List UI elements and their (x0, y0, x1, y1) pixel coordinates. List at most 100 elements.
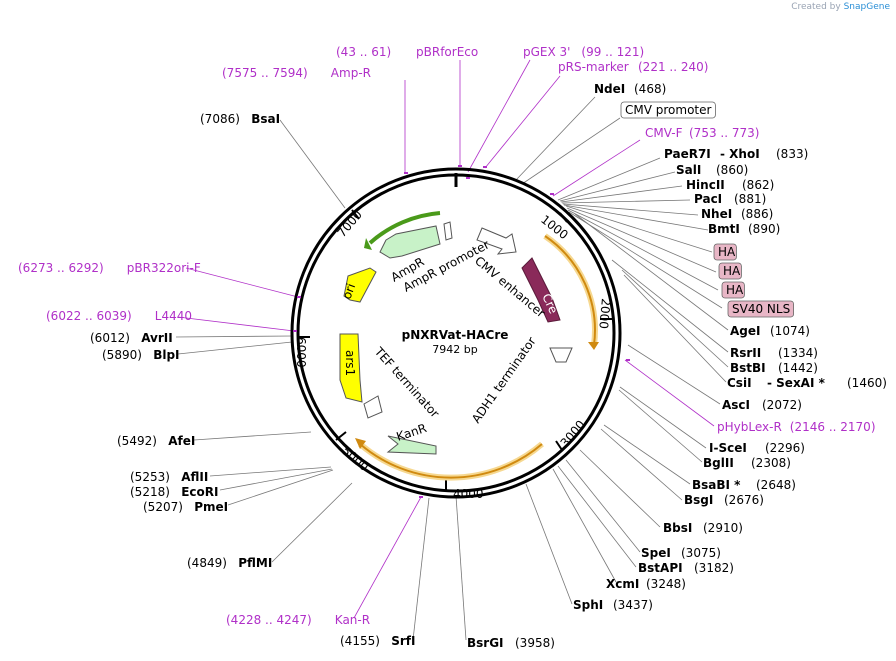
enzyme-ndei-name: NdeI (594, 82, 625, 96)
feature-label-cmv-promoter: CMV promoter (625, 103, 712, 117)
enzyme-sali-pos: (860) (716, 163, 748, 177)
enzyme-bsgi-name: BsgI (684, 493, 713, 507)
enzyme-ndei-pos: (468) (634, 82, 666, 96)
enzyme-blpi-pos: (5890) (102, 348, 142, 362)
primer-amp-r-name: Amp-R (331, 66, 371, 80)
enzyme-srfi-name: SrfI (391, 634, 415, 648)
enzyme-bglii-pos: (2308) (751, 456, 791, 470)
enzyme-nhei-name: NheI (701, 207, 732, 221)
primer-amp-r-pos: (7575 .. 7594) (222, 66, 308, 80)
feature-ori (343, 267, 377, 303)
feature-cmv-enhancer (476, 227, 517, 255)
enzyme-bbsi-name: BbsI (663, 521, 692, 535)
enzyme-csii-name2: - SexAI * (767, 376, 826, 390)
feature-label-ha: HA (723, 264, 741, 278)
enzyme-aflii-pos: (5253) (130, 470, 170, 484)
ampr-orf-arrowhead (364, 238, 372, 250)
primer-pbr322ori-f-name: pBR322ori-F (127, 261, 201, 275)
feature-kanr (386, 435, 437, 455)
backbone-outer-strand (290, 167, 622, 499)
enzyme-ecori-name: EcoRI (181, 485, 218, 499)
tick-6000: 6000 (294, 337, 308, 368)
enzyme-nhei-pos: (886) (741, 207, 773, 221)
feature-cre (521, 257, 561, 323)
enzyme-bstapi-pos: (3182) (694, 561, 734, 575)
enzyme-asci-pos: (2072) (762, 398, 802, 412)
enzyme-xcmi-pos: (3248) (646, 577, 686, 591)
enzyme-paci-name: PacI (694, 192, 722, 206)
kanr-orf-arrow (359, 443, 543, 479)
enzyme-hincii-pos: (862) (742, 178, 774, 192)
primer-cmv-f-pos: (753 .. 773) (689, 126, 759, 140)
enzyme-pflmi-pos: (4849) (187, 556, 227, 570)
enzyme-paer7i-name: PaeR7I (664, 147, 711, 161)
enzyme-afei-pos: (5492) (117, 434, 157, 448)
enzyme-afei-name: AfeI (168, 434, 195, 448)
enzyme-sphi-pos: (3437) (613, 598, 653, 612)
enzyme-paer7i-name2: - XhoI (720, 147, 760, 161)
feature-boxes (339, 221, 573, 455)
enzyme-bsai-pos: (7086) (200, 112, 240, 126)
feature-adh1-terminator (549, 347, 573, 363)
primer-pgex-3--name: pGEX 3' (523, 45, 570, 59)
enzyme-agei-name: AgeI (730, 324, 760, 338)
primer-kan-r-name: Kan-R (335, 613, 370, 627)
enzyme-bmti-name: BmtI (708, 222, 740, 236)
enzyme-spei-name: SpeI (641, 546, 671, 560)
enzyme-bbsi-pos: (2910) (703, 521, 743, 535)
primer-prs-marker-name: pRS-marker (558, 60, 629, 74)
enzyme-ecori-pos: (5218) (130, 485, 170, 499)
enzyme-pmei-name: PmeI (194, 500, 228, 514)
feature-ars1 (339, 333, 363, 403)
enzyme-blpi-name: BlpI (153, 348, 179, 362)
primer-markers (293, 165, 630, 498)
enzyme-i-scei-name: I-SceI (709, 441, 747, 455)
enzyme-pflmi-name: PflMI (238, 556, 272, 570)
enzyme-bsai-name: BsaI (251, 112, 280, 126)
feature-ampr-promoter (443, 221, 453, 241)
enzyme-avrii-pos: (6012) (90, 331, 130, 345)
enzyme-pmei-pos: (5207) (143, 500, 183, 514)
primer-phyblex-r-pos: (2146 .. 2170) (790, 420, 876, 434)
plasmid-size: 7942 bp (432, 343, 477, 356)
enzyme-bsabi--name: BsaBI * (692, 478, 741, 492)
label-adh1-terminator: ADH1 terminator (469, 334, 539, 425)
enzyme-rsrii-pos: (1334) (778, 346, 818, 360)
enzyme-bsrgi-pos: (3958) (515, 636, 555, 650)
primer-prs-marker-pos: (221 .. 240) (638, 60, 708, 74)
primer-l4440-pos: (6022 .. 6039) (46, 309, 132, 323)
enzyme-avrii-name: AvrII (141, 331, 173, 345)
enzyme-xcmi-name: XcmI (606, 577, 639, 591)
tick-3000: 3000 (558, 418, 588, 450)
enzyme-bmti-pos: (890) (748, 222, 780, 236)
plasmid-name: pNXRVat-HACre (402, 328, 509, 342)
primer-pbrforeco-name: pBRforEco (416, 45, 478, 59)
primer-pbr322ori-f-pos: (6273 .. 6292) (18, 261, 104, 275)
feature-label-ha: HA (726, 283, 744, 297)
enzyme-paci-pos: (881) (734, 192, 766, 206)
enzyme-sphi-name: SphI (573, 598, 603, 612)
primer-kan-r-pos: (4228 .. 4247) (226, 613, 312, 627)
enzyme-agei-pos: (1074) (770, 324, 810, 338)
enzyme-bstapi-name: BstAPI (638, 561, 683, 575)
primer-l4440-name: L4440 (155, 309, 192, 323)
cre-orf-arrowhead (588, 342, 599, 350)
leader-lines (175, 59, 729, 641)
enzyme-asci-name: AscI (722, 398, 750, 412)
enzyme-bsrgi-name: BsrGI (467, 636, 504, 650)
enzyme-csii-name: CsiI (727, 376, 752, 390)
enzyme-rsrii-name: RsrII (730, 346, 761, 360)
snapgene-credit: Created by SnapGene (791, 2, 890, 12)
feature-box-ha (713, 243, 737, 261)
feature-label-ha: HA (718, 245, 736, 259)
feature-box-ha (721, 281, 745, 299)
enzyme-spei-pos: (3075) (681, 546, 721, 560)
ampr-orf-arrow (368, 211, 441, 245)
snapgene-logo: SnapGene (843, 2, 890, 12)
tick-4000: 4000 (453, 487, 484, 501)
feature-box-ha (718, 262, 742, 280)
enzyme-srfi-pos: (4155) (340, 634, 380, 648)
label-ars1: ars1 (343, 350, 357, 376)
credit-prefix: Created by (791, 2, 841, 12)
